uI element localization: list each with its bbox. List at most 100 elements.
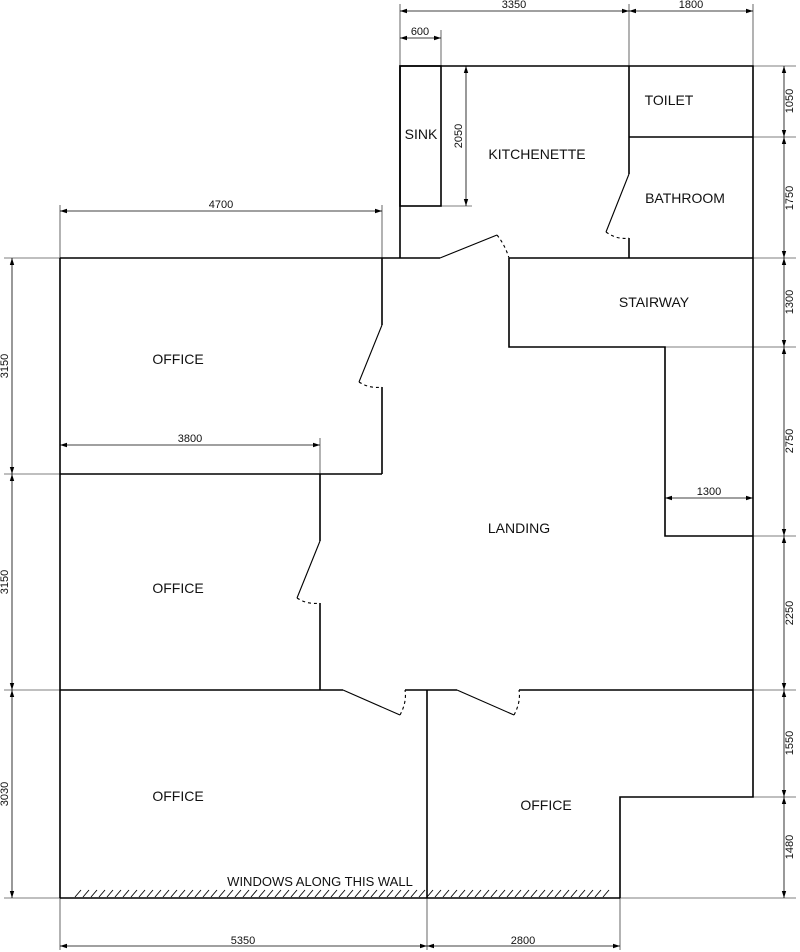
dim-line-office-4700 [60, 208, 382, 214]
room-label-bathroom: BATHROOM [645, 190, 725, 206]
dim-label-stair-1300: 1300 [697, 486, 721, 498]
room-label-landing: LANDING [488, 520, 550, 536]
window-hatch-stroke [322, 889, 330, 898]
windows-note: WINDOWS ALONG THIS WALL [227, 874, 413, 889]
room-label-office-bottom-left: OFFICE [152, 788, 203, 804]
sink-counter [399, 65, 442, 207]
window-hatch-stroke [314, 889, 322, 898]
office-top-left-door [358, 324, 383, 388]
window-hatch-stroke [154, 889, 162, 898]
doors [296, 173, 630, 716]
window-hatch-stroke [546, 889, 554, 898]
window-hatch-stroke [298, 889, 306, 898]
window-hatch-stroke [506, 889, 514, 898]
window-hatch-stroke [426, 889, 434, 898]
window-hatch-stroke [458, 889, 466, 898]
window-hatch-stroke [418, 889, 426, 898]
dim-line-bottom-2800 [427, 943, 620, 949]
window-hatch-stroke [402, 889, 410, 898]
window-hatch-stroke [594, 889, 602, 898]
window-hatch-stroke [106, 889, 114, 898]
dim-line-top-1800 [629, 8, 753, 14]
room-label-office-bottom-right: OFFICE [520, 797, 571, 813]
window-hatch-stroke [450, 889, 458, 898]
dim-label-right-1750: 1750 [784, 186, 796, 210]
dim-label-kitchen-2050: 2050 [453, 124, 465, 148]
dim-line-bottom-5350 [60, 943, 427, 949]
window-hatch-stroke [82, 889, 90, 898]
window-hatch-stroke [194, 889, 202, 898]
extension-lines [4, 4, 796, 950]
window-hatch-stroke [386, 889, 394, 898]
window-hatch-stroke [578, 889, 586, 898]
dim-line-right-1550 [781, 690, 787, 797]
window-hatch-stroke [90, 889, 98, 898]
window-hatch-stroke [466, 889, 474, 898]
dim-label-top-1800: 1800 [679, 0, 703, 11]
window-hatch-stroke [74, 889, 82, 898]
window-hatch-stroke [186, 889, 194, 898]
window-hatch-stroke [258, 889, 266, 898]
window-hatch-stroke [378, 889, 386, 898]
dim-line-stair-1300 [665, 495, 753, 501]
window-hatch-stroke [170, 889, 178, 898]
right-exterior-wall [619, 258, 754, 898]
dim-line-right-2750 [781, 347, 787, 536]
window-hatch-stroke [202, 889, 210, 898]
window-hatch-stroke [178, 889, 186, 898]
dim-line-sink-600 [400, 35, 441, 41]
window-hatch-stroke [346, 889, 354, 898]
window-hatch-stroke [530, 889, 538, 898]
window-hatch-stroke [290, 889, 298, 898]
window-hatch-stroke [434, 889, 442, 898]
window-hatch-stroke [354, 889, 362, 898]
window-hatch-stroke [602, 889, 610, 898]
window-hatch-stroke [226, 889, 234, 898]
room-labels: SINK KITCHENETTE TOILET BATHROOM STAIRWA… [152, 92, 725, 889]
window-hatch-stroke [162, 889, 170, 898]
dim-label-right-1550: 1550 [784, 731, 796, 755]
dim-line-left-3150-top [9, 258, 15, 474]
window-hatch-stroke [274, 889, 282, 898]
window-hatch-stroke [410, 889, 418, 898]
dim-label-left-3150-mid: 3150 [0, 570, 11, 594]
window-hatch-stroke [330, 889, 338, 898]
window-hatch-stroke [538, 889, 546, 898]
window-hatch-stroke [562, 889, 570, 898]
room-label-sink: SINK [405, 126, 438, 142]
dim-label-bottom-2800: 2800 [511, 935, 535, 947]
window-hatch-stroke [554, 889, 562, 898]
room-label-office-top-left: OFFICE [152, 351, 203, 367]
window-hatch-stroke [130, 889, 138, 898]
window-hatch-stroke [218, 889, 226, 898]
kitchen-block-outer-wall [399, 65, 754, 258]
window-hatch-stroke [498, 889, 506, 898]
dim-line-top-3350 [400, 8, 629, 14]
window-hatch-stroke [146, 889, 154, 898]
window-hatch-stroke [282, 889, 290, 898]
window-hatch-stroke [370, 889, 378, 898]
dim-line-left-3150-mid [9, 474, 15, 690]
window-hatch-stroke [138, 889, 146, 898]
window-hatch-stroke [210, 889, 218, 898]
bathroom-door [605, 173, 630, 239]
dim-line-right-1480 [781, 797, 787, 898]
dim-label-top-3350: 3350 [502, 0, 526, 11]
window-hatch-stroke [122, 889, 130, 898]
window-hatch-stroke [586, 889, 594, 898]
dim-label-right-1480: 1480 [784, 835, 796, 859]
dim-label-right-1050: 1050 [784, 89, 796, 113]
dim-label-right-2250: 2250 [784, 601, 796, 625]
window-hatch-stroke [114, 889, 122, 898]
window-hatch-stroke [306, 889, 314, 898]
window-hatching [74, 889, 610, 898]
dim-label-office-3800: 3800 [178, 433, 202, 445]
dimension-lines [9, 8, 787, 949]
window-hatch-stroke [242, 889, 250, 898]
room-label-office-mid-left: OFFICE [152, 580, 203, 596]
dim-label-left-3030: 3030 [0, 782, 11, 806]
window-hatch-stroke [234, 889, 242, 898]
room-label-toilet: TOILET [645, 92, 694, 108]
dim-label-sink-600: 600 [411, 26, 429, 38]
